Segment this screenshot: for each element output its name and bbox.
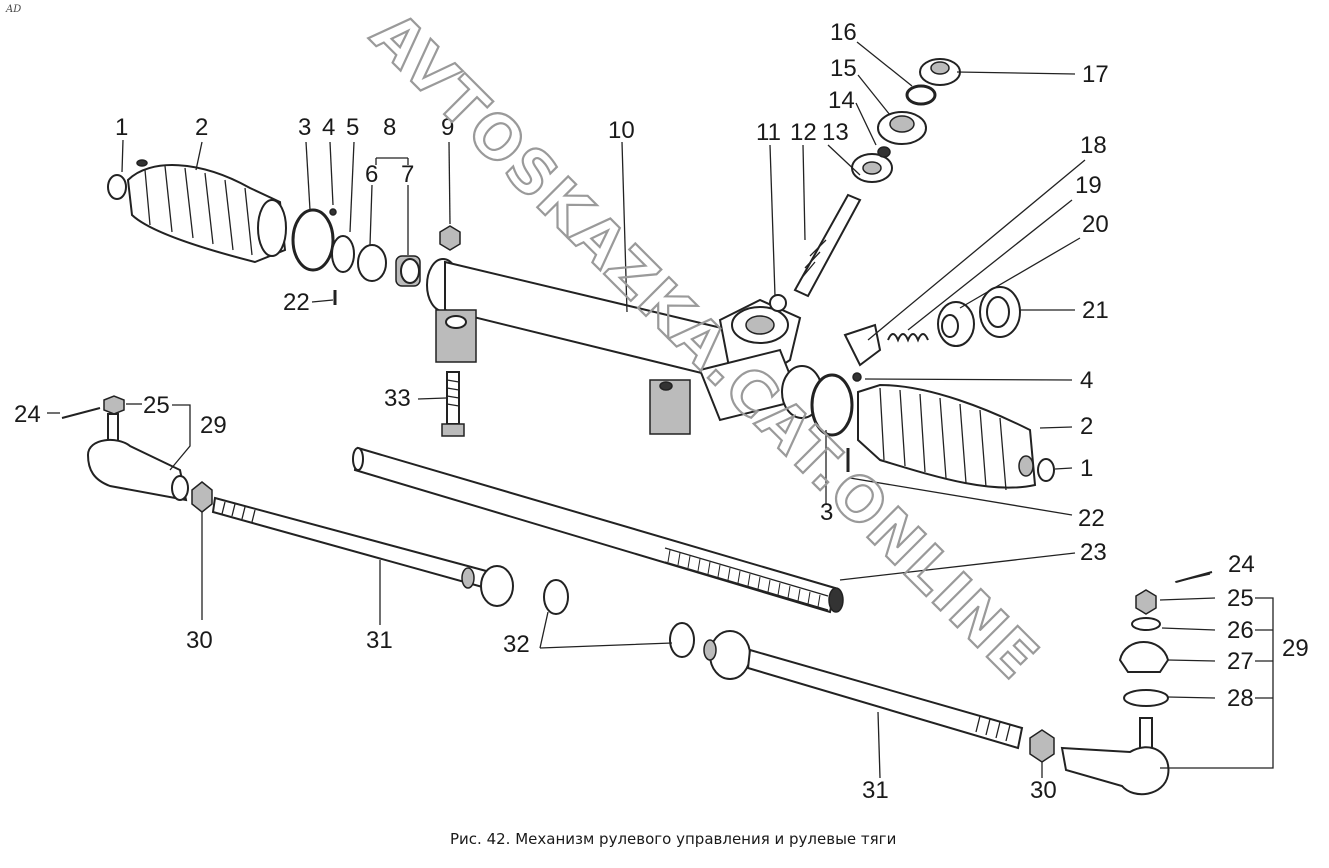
- label-28: 28: [1227, 685, 1254, 712]
- part-17-cover: [919, 58, 961, 86]
- part-32-washer-right: [669, 622, 695, 658]
- part-5-washer: [331, 235, 355, 273]
- label-1-right: 1: [1080, 455, 1093, 482]
- part-30-nut-left: [191, 481, 213, 513]
- label-2-left: 2: [195, 114, 208, 141]
- label-25-left: 25: [143, 392, 170, 419]
- part-14-seal: [877, 146, 891, 158]
- label-31-right: 31: [862, 777, 889, 804]
- part-3-clamp-left: [291, 208, 335, 272]
- part-16-ring: [905, 84, 937, 106]
- label-30-left: 30: [186, 627, 213, 654]
- label-27: 27: [1227, 648, 1254, 675]
- part-tie-rod-end-left: [61, 395, 189, 502]
- label-2-right: 2: [1080, 413, 1093, 440]
- label-23: 23: [1080, 539, 1107, 566]
- part-15-cap: [877, 111, 927, 145]
- part-tie-rod-end-right: [1060, 571, 1213, 796]
- part-23-rack: [352, 446, 844, 614]
- part-labels: 1 2 3 4 5 8 6 7 9 10 11 12 13 14 15 16 1…: [14, 19, 1309, 804]
- part-31-tie-rod-left: [211, 496, 514, 607]
- part-11-ball: [769, 294, 787, 312]
- part-12-pinion-shaft: [793, 193, 862, 298]
- label-7: 7: [401, 161, 414, 188]
- label-10: 10: [608, 117, 635, 144]
- part-4-screw-left: [329, 208, 337, 216]
- part-2-boot-right: [857, 383, 1037, 491]
- label-14: 14: [828, 87, 855, 114]
- label-11: 11: [756, 119, 781, 146]
- part-32-washer-left: [543, 579, 569, 615]
- label-5: 5: [346, 114, 359, 141]
- part-3-clamp-right: [810, 373, 854, 437]
- part-9-nut: [439, 225, 461, 251]
- label-18: 18: [1080, 132, 1107, 159]
- label-31-left: 31: [366, 627, 393, 654]
- label-25-right: 25: [1227, 585, 1254, 612]
- label-6: 6: [365, 161, 378, 188]
- label-26: 26: [1227, 617, 1254, 644]
- label-24-left: 24: [14, 401, 41, 428]
- part-1-ring-right: [1037, 458, 1055, 482]
- part-13-bearing: [851, 153, 893, 183]
- part-20-adjust-nut: [937, 301, 975, 347]
- part-19-spring: [887, 333, 929, 343]
- label-24-right: 24: [1228, 551, 1255, 578]
- label-1-left: 1: [115, 114, 128, 141]
- part-7-bushing: [395, 255, 421, 287]
- label-8: 8: [383, 114, 396, 141]
- parts-drawing: [61, 58, 1213, 796]
- label-4-right: 4: [1080, 367, 1093, 394]
- label-29-left: 29: [200, 412, 227, 439]
- figure-caption: Рис. 42. Механизм рулевого управления и …: [450, 830, 896, 848]
- part-4-screw-right: [852, 372, 862, 382]
- label-13: 13: [822, 119, 849, 146]
- label-22-right: 22: [1078, 505, 1105, 532]
- corner-mark: AD: [5, 4, 21, 15]
- part-21-lock-nut: [979, 286, 1021, 338]
- label-4-left: 4: [322, 114, 335, 141]
- label-3-right: 3: [820, 499, 833, 526]
- part-6-bushing: [357, 244, 387, 282]
- part-1-ring-left: [107, 174, 127, 200]
- part-30-nut-right: [1029, 729, 1055, 763]
- part-2-boot-left: [126, 159, 287, 264]
- label-32: 32: [503, 631, 530, 658]
- label-9: 9: [441, 114, 454, 141]
- label-12: 12: [790, 119, 817, 146]
- label-29-right: 29: [1282, 635, 1309, 662]
- label-20: 20: [1082, 211, 1109, 238]
- label-22-left: 22: [283, 289, 310, 316]
- label-3-left: 3: [298, 114, 311, 141]
- label-21: 21: [1082, 297, 1109, 324]
- label-16: 16: [830, 19, 857, 46]
- part-31-tie-rod-right: [703, 630, 1024, 750]
- label-30-right: 30: [1030, 777, 1057, 804]
- leader-lines: [47, 41, 1274, 779]
- label-19: 19: [1075, 172, 1102, 199]
- part-10-rack-housing: [426, 258, 823, 435]
- label-33: 33: [384, 385, 411, 412]
- label-17: 17: [1082, 61, 1109, 88]
- part-18-plunger: [843, 323, 882, 367]
- label-15: 15: [830, 55, 857, 82]
- part-33-bolt: [441, 371, 465, 437]
